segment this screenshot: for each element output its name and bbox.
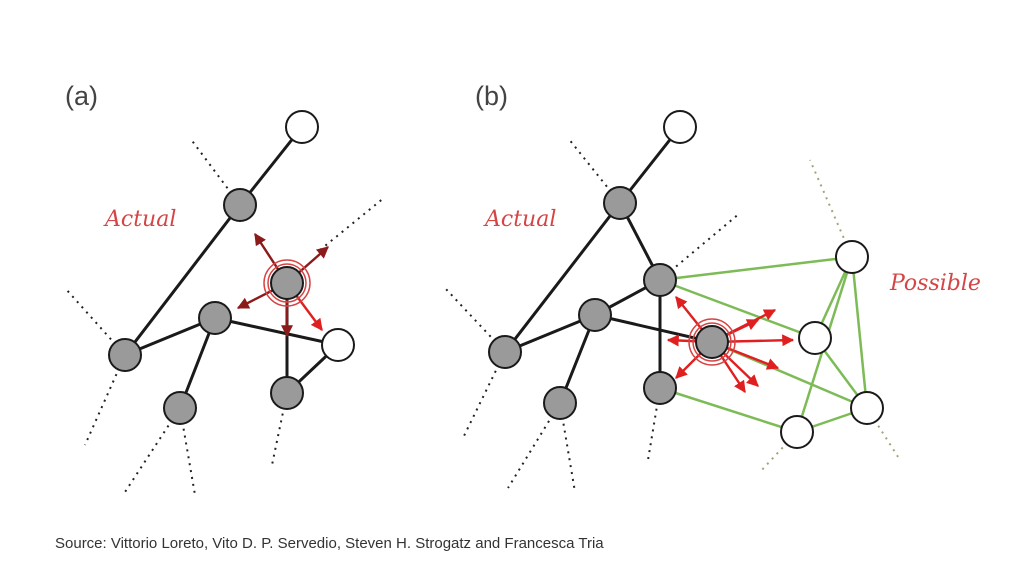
actual-label-a: Actual (103, 207, 176, 232)
possible-label: Possible (889, 271, 981, 296)
node-a-top (285, 110, 319, 144)
node-b-focus (695, 325, 729, 359)
node-b-possible-mid (798, 321, 832, 355)
node-b-bottom-left (543, 386, 577, 420)
node-b-possible-bottom (780, 415, 814, 449)
node-a-left (108, 338, 142, 372)
node-b-mid (578, 298, 612, 332)
panel-a-nodes (108, 110, 355, 425)
node-a-upper (223, 188, 257, 222)
node-b-left (488, 335, 522, 369)
panel-b: (b) Actual Possible (444, 81, 981, 493)
focus-ring-b (688, 318, 736, 366)
panel-b-possible-stubs (759, 159, 901, 473)
node-b-right-lower (643, 371, 677, 405)
node-b-possible-top (835, 240, 869, 274)
source-caption: Source: Vittorio Loreto, Vito D. P. Serv… (55, 535, 604, 552)
panel-b-actual-edges (503, 126, 713, 404)
panel-a-label: (a) (65, 81, 98, 111)
node-a-bottom-left (163, 391, 197, 425)
node-a-right-new (321, 328, 355, 362)
panel-a: (a) Actual (64, 81, 386, 496)
node-a-focus (270, 266, 304, 300)
node-a-mid (198, 301, 232, 335)
panel-b-label: (b) (475, 81, 508, 111)
node-b-possible-right (850, 391, 884, 425)
node-b-right-upper (643, 263, 677, 297)
actual-label-b: Actual (483, 207, 556, 232)
node-b-upper (603, 186, 637, 220)
panel-b-possible-edges (659, 255, 869, 434)
panel-b-nodes (488, 110, 884, 449)
node-b-top (663, 110, 697, 144)
focus-ring-a (263, 259, 311, 307)
node-a-bottom-right (270, 376, 304, 410)
